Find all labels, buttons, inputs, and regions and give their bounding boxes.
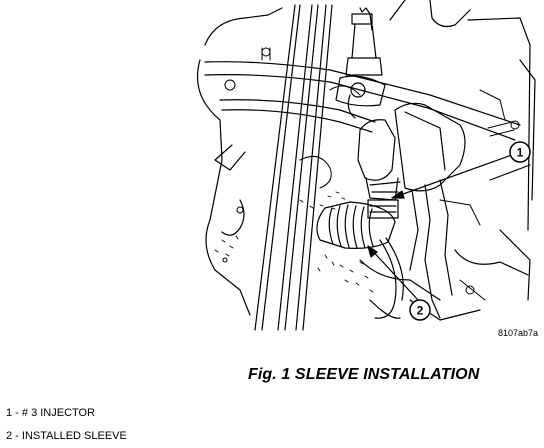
figure-code: 8107ab7a bbox=[498, 328, 539, 338]
figure-title: Fig. 1 SLEEVE INSTALLATION bbox=[248, 366, 480, 383]
fuel-rail bbox=[254, 4, 333, 331]
callout-2 bbox=[367, 245, 431, 321]
installed-sleeve bbox=[316, 201, 396, 249]
legend-item-1: 1 - # 3 INJECTOR bbox=[6, 407, 96, 419]
lower-fuel-line bbox=[374, 237, 404, 319]
callout-legend: 1 - # 3 INJECTOR 2 - INSTALLED SLEEVE bbox=[6, 402, 127, 448]
engine-outline bbox=[196, 0, 536, 321]
texture-marks bbox=[214, 191, 374, 293]
legend-item-2: 2 - INSTALLED SLEEVE bbox=[6, 430, 127, 442]
background-details bbox=[222, 47, 520, 301]
callout-1-number: 1 bbox=[517, 146, 524, 160]
callout-2-number: 2 bbox=[417, 304, 424, 318]
crossing-tube bbox=[204, 61, 521, 141]
callout-1 bbox=[391, 141, 531, 199]
top-connector bbox=[335, 7, 386, 119]
injector-clamp bbox=[394, 102, 466, 319]
sleeve-installation-illustration: 1 2 bbox=[196, 0, 536, 331]
